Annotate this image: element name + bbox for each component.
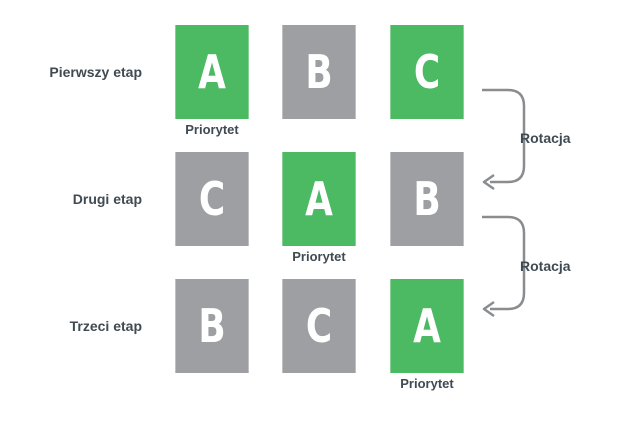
priority-label-stage1: Priorytet bbox=[185, 122, 239, 137]
tile-stage1-pos2: B bbox=[282, 25, 356, 119]
tile-letter: B bbox=[413, 172, 441, 226]
tile-letter: C bbox=[305, 299, 333, 353]
rotation-label-2: Rotacja bbox=[520, 258, 571, 274]
priority-label-stage3: Priorytet bbox=[400, 376, 454, 391]
stage-label-1: Pierwszy etap bbox=[49, 64, 142, 80]
tile-stage3-pos1: B bbox=[175, 279, 249, 373]
rotation-arrow-1-icon bbox=[482, 88, 526, 184]
rotation-arrow-2-head-icon bbox=[482, 300, 495, 318]
tile-stage1-pos3: C bbox=[390, 25, 464, 119]
tile-letter: A bbox=[198, 45, 226, 99]
tile-stage2-pos1: C bbox=[175, 152, 249, 246]
tile-letter: B bbox=[305, 45, 333, 99]
tile-letter: B bbox=[198, 299, 226, 353]
tile-letter: C bbox=[198, 172, 226, 226]
priority-label-stage2: Priorytet bbox=[292, 249, 346, 264]
rotation-label-1: Rotacja bbox=[520, 130, 571, 146]
tile-stage3-pos3: A bbox=[390, 279, 464, 373]
tile-letter: A bbox=[413, 299, 441, 353]
stage-label-3: Trzeci etap bbox=[69, 318, 142, 334]
tile-letter: C bbox=[413, 45, 441, 99]
tile-stage2-pos3: B bbox=[390, 152, 464, 246]
stage-label-2: Drugi etap bbox=[72, 191, 142, 207]
rotation-arrow-2-icon bbox=[482, 215, 526, 311]
tile-stage2-pos2: A bbox=[282, 152, 356, 246]
tile-letter: A bbox=[305, 172, 333, 226]
tile-stage3-pos2: C bbox=[282, 279, 356, 373]
tile-stage1-pos1: A bbox=[175, 25, 249, 119]
rotation-arrow-1-head-icon bbox=[482, 173, 495, 191]
